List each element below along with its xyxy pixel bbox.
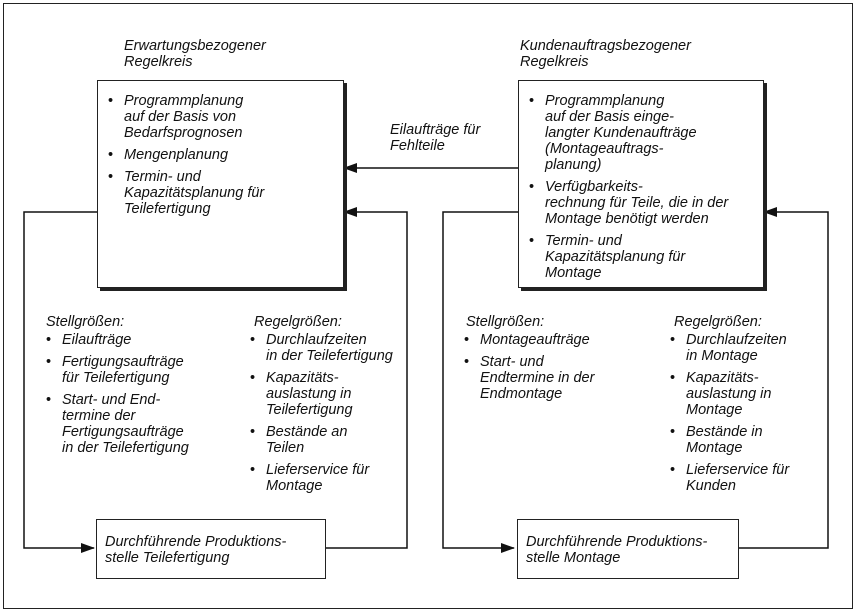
left-stell-item: Start- und End- termine der Fertigungsau… — [40, 392, 230, 456]
left-regel-list: Durchlaufzeiten in der Teilefertigung Ka… — [244, 332, 414, 494]
left-regel-title: Regelgrößen: — [254, 314, 342, 330]
right-feedforward-line — [442, 211, 518, 553]
right-stell-item: Start- und Endtermine in der Endmontage — [458, 354, 628, 402]
left-regel-item: Bestände an Teilen — [244, 424, 414, 456]
right-regel-item: Kapazitäts- auslastung in Montage — [664, 370, 814, 418]
right-plan-item: Termin- und Kapazitätsplanung für Montag… — [523, 233, 761, 281]
left-stell-item: Eilaufträge — [40, 332, 230, 348]
right-plan-item: Programmplanung auf der Basis einge- lan… — [523, 93, 761, 173]
right-planning-box: Programmplanung auf der Basis einge- lan… — [518, 80, 764, 288]
diagram-frame — [3, 3, 853, 609]
right-plan-item: Verfügbarkeits- rechnung für Teile, die … — [523, 179, 761, 227]
left-regel-item: Lieferservice für Montage — [244, 462, 414, 494]
right-regel-item: Bestände in Montage — [664, 424, 814, 456]
left-regel-item: Durchlaufzeiten in der Teilefertigung — [244, 332, 414, 364]
right-loop-title: Kundenauftragsbezogener Regelkreis — [520, 38, 691, 70]
right-feedback-line — [739, 207, 829, 549]
left-feedforward-line — [23, 211, 97, 553]
left-planning-box: Programmplanung auf der Basis von Bedarf… — [97, 80, 344, 288]
right-regel-item: Durchlaufzeiten in Montage — [664, 332, 814, 364]
left-loop-title: Erwartungsbezogener Regelkreis — [124, 38, 266, 70]
right-regel-item: Lieferservice für Kunden — [664, 462, 814, 494]
right-stell-title: Stellgrößen: — [466, 314, 545, 330]
right-regel-list: Durchlaufzeiten in Montage Kapazitäts- a… — [664, 332, 814, 494]
left-execution-label: Durchführende Produktions- stelle Teilef… — [105, 534, 287, 566]
right-stell-list: Montageaufträge Start- und Endtermine in… — [458, 332, 628, 402]
link-label: Eilaufträge für Fehlteile — [390, 122, 481, 154]
left-planning-list: Programmplanung auf der Basis von Bedarf… — [102, 93, 340, 217]
left-stell-title: Stellgrößen: — [46, 314, 125, 330]
left-regel-item: Kapazitäts- auslastung in Teilefertigung — [244, 370, 414, 418]
right-stell-item: Montageaufträge — [458, 332, 628, 348]
right-regel-title: Regelgrößen: — [674, 314, 762, 330]
left-stell-list: Eilaufträge Fertigungsaufträge für Teile… — [40, 332, 230, 456]
right-execution-box: Durchführende Produktions- stelle Montag… — [517, 519, 739, 579]
left-plan-item: Programmplanung auf der Basis von Bedarf… — [102, 93, 340, 141]
right-execution-label: Durchführende Produktions- stelle Montag… — [526, 534, 708, 566]
left-execution-box: Durchführende Produktions- stelle Teilef… — [96, 519, 326, 579]
left-plan-item: Termin- und Kapazitätsplanung für Teilef… — [102, 169, 340, 217]
left-plan-item: Mengenplanung — [102, 147, 340, 163]
left-stell-item: Fertigungsaufträge für Teilefertigung — [40, 354, 230, 386]
right-planning-list: Programmplanung auf der Basis einge- lan… — [523, 93, 761, 281]
